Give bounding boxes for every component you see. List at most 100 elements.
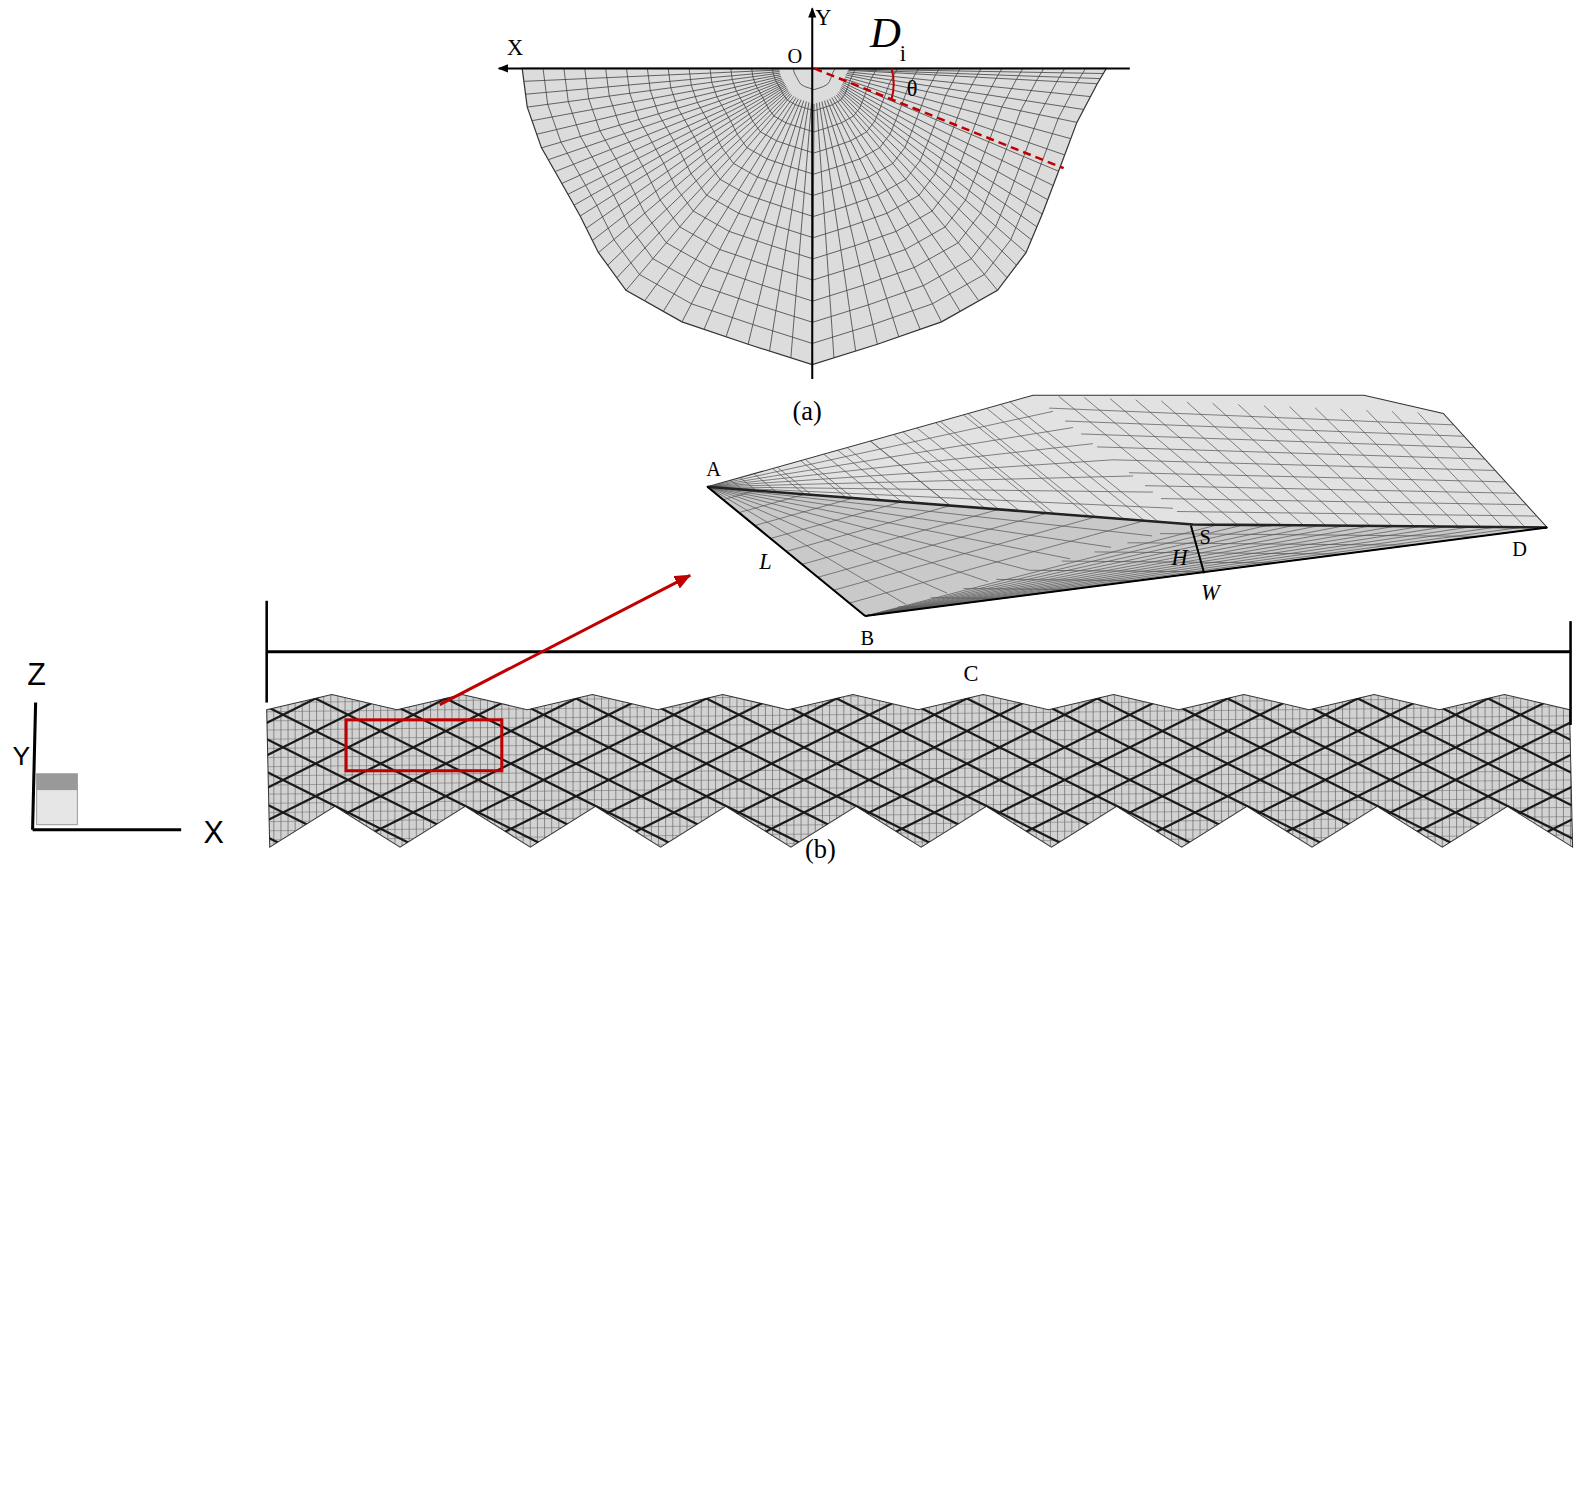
strip-band bbox=[267, 694, 1573, 847]
mesh-line bbox=[1527, 682, 1528, 855]
mesh-line bbox=[1342, 682, 1343, 855]
mesh-line bbox=[707, 487, 1111, 548]
dimension-label: H bbox=[1172, 547, 1188, 569]
mesh-line bbox=[330, 682, 331, 855]
mesh-line bbox=[1350, 662, 1596, 866]
mesh-line bbox=[1513, 682, 1514, 855]
mesh-line bbox=[865, 526, 1395, 616]
mesh-line bbox=[544, 682, 545, 855]
mesh-line bbox=[47, 662, 454, 866]
mesh-line bbox=[438, 662, 845, 866]
mesh-line bbox=[786, 682, 787, 855]
mesh-line bbox=[503, 662, 910, 866]
mesh-line bbox=[1485, 682, 1486, 855]
mesh-line bbox=[599, 91, 789, 253]
mesh-line bbox=[0, 662, 63, 866]
mesh-line bbox=[1392, 682, 1393, 855]
subscript: i bbox=[900, 43, 906, 65]
strip-mesh bbox=[0, 662, 1596, 866]
mesh-line bbox=[665, 682, 666, 855]
panel-label: (b) bbox=[805, 836, 836, 862]
mesh-line bbox=[663, 98, 796, 312]
mesh-line bbox=[1249, 682, 1250, 855]
mesh-line bbox=[473, 682, 474, 855]
mesh-line bbox=[1278, 682, 1279, 855]
mesh-line bbox=[1356, 682, 1357, 855]
mesh-line bbox=[843, 82, 1053, 185]
mesh-line bbox=[1306, 682, 1307, 855]
mesh-line bbox=[177, 662, 584, 866]
mesh-line bbox=[1385, 682, 1386, 855]
mesh-line bbox=[633, 662, 1040, 866]
mesh-line bbox=[267, 697, 1573, 711]
mesh-line bbox=[872, 682, 873, 855]
mesh-line bbox=[647, 68, 981, 237]
diameter-symbol: D bbox=[870, 11, 901, 54]
mesh-line bbox=[722, 682, 723, 855]
mesh-line bbox=[532, 75, 780, 121]
mesh-line bbox=[373, 662, 780, 866]
mesh-line bbox=[503, 662, 910, 866]
mesh-line bbox=[242, 662, 649, 866]
mesh-line bbox=[1492, 682, 1493, 855]
mesh-line bbox=[1185, 682, 1186, 855]
z-axis bbox=[33, 703, 36, 830]
mesh-line bbox=[744, 682, 745, 855]
mesh-line bbox=[1127, 543, 1410, 545]
mesh-line bbox=[1024, 662, 1431, 866]
mesh-line bbox=[793, 68, 835, 89]
mesh-line bbox=[307, 662, 714, 866]
mesh-line bbox=[950, 682, 951, 855]
mesh-line bbox=[1406, 682, 1407, 855]
mesh-line bbox=[668, 68, 960, 216]
mesh-line bbox=[568, 84, 785, 195]
mesh-line bbox=[537, 682, 538, 855]
mesh-line bbox=[708, 682, 709, 855]
dimension-C bbox=[267, 650, 1571, 653]
mesh-line bbox=[373, 682, 374, 855]
mesh-line bbox=[836, 682, 837, 855]
mesh-line bbox=[672, 682, 673, 855]
point-label: A bbox=[706, 459, 721, 479]
mesh-line bbox=[701, 682, 702, 855]
mesh-line bbox=[568, 662, 975, 866]
mesh-line bbox=[526, 72, 780, 95]
mesh-line bbox=[1145, 486, 1516, 494]
mesh-line bbox=[1089, 662, 1496, 866]
mesh-line bbox=[1093, 682, 1094, 855]
mesh-line bbox=[562, 82, 784, 183]
mesh-line bbox=[829, 662, 1236, 866]
mesh-line bbox=[487, 682, 488, 855]
mesh-line bbox=[707, 460, 1113, 487]
mesh-line bbox=[847, 73, 1084, 109]
zoom-box bbox=[346, 720, 502, 771]
mesh-line bbox=[1228, 682, 1229, 855]
mesh-line bbox=[842, 86, 1043, 214]
mesh-line bbox=[846, 75, 1077, 122]
mesh-line bbox=[1200, 682, 1201, 855]
mesh-line bbox=[689, 68, 939, 195]
mesh-line bbox=[288, 682, 289, 855]
mesh-line bbox=[763, 662, 1170, 866]
mesh-line bbox=[626, 95, 792, 290]
mesh-line bbox=[266, 682, 267, 855]
mesh-line bbox=[1363, 682, 1364, 855]
mesh-line bbox=[770, 102, 809, 351]
mesh-line bbox=[0, 662, 128, 866]
mesh-line bbox=[1285, 662, 1596, 866]
mesh-line bbox=[964, 682, 965, 855]
mesh-line bbox=[1314, 682, 1315, 855]
mesh-line bbox=[847, 72, 1090, 97]
mesh-line bbox=[1415, 662, 1596, 866]
mesh-line bbox=[459, 682, 460, 855]
mesh-line bbox=[832, 98, 960, 312]
mesh-line bbox=[707, 487, 1152, 536]
mesh-line bbox=[0, 662, 193, 866]
angle-label: θ bbox=[907, 77, 918, 99]
mesh-line bbox=[1095, 552, 1343, 554]
mesh-line bbox=[1157, 682, 1158, 855]
mesh-line bbox=[1335, 682, 1336, 855]
mesh-line bbox=[829, 682, 830, 855]
axis-label: X bbox=[204, 816, 224, 847]
